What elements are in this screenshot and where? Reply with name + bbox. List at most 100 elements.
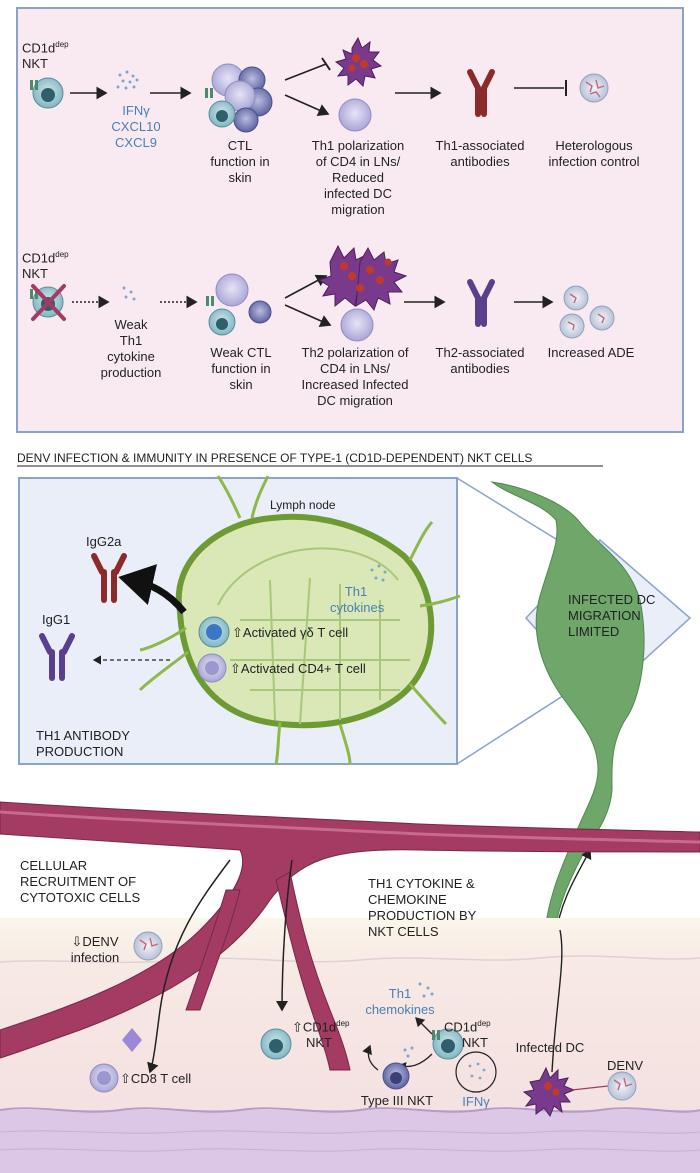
nkt-sup-text: dep — [55, 40, 69, 49]
dc-mig-line-1: INFECTED DC — [568, 592, 656, 607]
infected-dc-row1 — [334, 36, 383, 88]
nkt-cell-row2-blocked — [30, 284, 66, 321]
denv-label: DENV — [606, 1058, 644, 1073]
th1-pol-line-5: migration — [331, 202, 385, 217]
igg1-label: IgG1 — [42, 612, 71, 627]
ctl-label: CTL function in skin — [200, 138, 280, 186]
cd1d-sup: dep — [477, 1019, 491, 1028]
th1-ab-line-2: antibodies — [450, 154, 510, 169]
th1-polarization-label: Th1 polarization of CD4 in LNs/ Reduced … — [298, 138, 418, 218]
cd8-extravasation — [122, 1028, 142, 1052]
weak-ctl-line-3: skin — [229, 377, 253, 392]
prod-line-1: TH1 ANTIBODY — [36, 728, 130, 743]
lymph-node-title: Lymph node — [270, 498, 336, 512]
th1-antibody-row1 — [467, 69, 495, 117]
th2-pol-line-3: Increased Infected — [301, 377, 409, 392]
cd1d-text: CD1d — [444, 1019, 478, 1035]
recruit-line-2: RECRUITMENT OF — [20, 874, 137, 889]
cd1d-up-text: ⇧CD1d — [292, 1019, 337, 1035]
weak-cyt-line-3: cytokine — [107, 349, 155, 364]
chemo-line-1: Th1 — [388, 986, 412, 1001]
migrating-dendritic-cell — [490, 481, 645, 931]
weak-ctl-cells — [206, 273, 272, 336]
ctl-line-3: skin — [228, 170, 252, 185]
cd4-t-cell-label: ⇧Activated CD4+ T cell — [230, 661, 366, 676]
weak-ctl-label: Weak CTL function in skin — [196, 345, 286, 393]
ifng-label: IFNγ — [462, 1094, 490, 1109]
prod-line-2: PRODUCTION — [36, 744, 124, 759]
igg1-antibody — [39, 633, 75, 681]
ctl-cell-cluster — [205, 63, 273, 133]
th1prod-line-1: TH1 CYTOKINE & — [368, 876, 475, 891]
nkt-label-row2: CD1ddep NKT — [22, 247, 69, 282]
chemo-line-2: chemokines — [365, 1002, 435, 1017]
th1-pol-line-3: Reduced — [331, 170, 385, 185]
gd-t-cell-label: ⇧Activated γδ T cell — [232, 625, 349, 640]
th2-pol-line-4: DC migration — [317, 393, 393, 408]
blood-vessel — [0, 801, 700, 1071]
cd4-cell-row1 — [338, 98, 372, 132]
cd1d-nkt-text: NKT — [462, 1035, 488, 1051]
increased-ade-label: Increased ADE — [547, 345, 635, 360]
dc-mig-line-3: LIMITED — [568, 624, 620, 639]
virus-row1 — [579, 73, 609, 103]
nkt2-sup-text: dep — [55, 250, 69, 259]
th2-pol-line-2: CD4 in LNs/ — [319, 361, 391, 376]
section-title: DENV INFECTION & IMMUNITY IN PRESENCE OF… — [17, 451, 533, 465]
igg2a-antibody — [91, 553, 127, 603]
th1-cyt-line-1: Th1 — [344, 584, 368, 599]
virus-skin-top — [133, 931, 163, 961]
virus-cluster-row2 — [559, 285, 615, 339]
nkt-cd1d-text: CD1d — [22, 40, 56, 56]
cellular-recruitment-label: CELLULAR RECRUITMENT OF CYTOTOXIC CELLS — [20, 858, 140, 906]
th1-cytokine-dots — [370, 564, 387, 582]
ctl-line-2: function in — [210, 154, 270, 169]
cytokine-cxcl10: CXCL10 — [111, 119, 161, 134]
type3-nkt-label: Type III NKT — [360, 1093, 434, 1108]
th1-pol-line-2: of CD4 in LNs/ — [315, 154, 401, 169]
cd1d-nkt-skin — [432, 1028, 464, 1060]
th1-ab-line-1: Th1-associated — [435, 138, 525, 153]
weak-cyt-line-2: Th1 — [119, 333, 143, 348]
virus-skin-right — [607, 1071, 637, 1101]
th2-antibody-row2 — [467, 279, 495, 327]
cytokine-dots-row1 — [116, 70, 139, 90]
weak-cyt-line-1: Weak — [114, 317, 148, 332]
th2-antibodies-label: Th2-associated antibodies — [430, 345, 530, 377]
th1-antibody-arrow — [118, 564, 187, 615]
cd8-recruitment-arrow — [147, 859, 231, 1074]
denv-inf-line-1: ⇩DENV — [71, 934, 119, 949]
cd1d-up-sup: dep — [336, 1019, 350, 1028]
cytokine-dots-row2 — [122, 286, 136, 301]
th1-antibodies-label: Th1-associated antibodies — [430, 138, 530, 170]
cd8-label: ⇧CD8 T cell — [120, 1071, 192, 1086]
denv-infection-label: ⇩DENV infection — [60, 934, 130, 966]
th2-ab-line-1: Th2-associated — [435, 345, 525, 360]
cd4-cell-row2 — [340, 308, 374, 342]
weak-cyt-line-4: production — [100, 365, 162, 380]
recruit-line-3: CYTOTOXIC CELLS — [20, 890, 141, 905]
heterologous-label: Heterologous infection control — [534, 138, 654, 170]
cd1d-nkt-recruited — [260, 1028, 292, 1060]
th2-ab-line-2: antibodies — [450, 361, 510, 376]
recruit-line-1: CELLULAR — [20, 858, 88, 873]
outcome-line-2: infection control — [548, 154, 640, 169]
th1prod-line-3: PRODUCTION BY — [368, 908, 477, 923]
infected-dc-label: Infected DC — [515, 1040, 585, 1055]
denv-inf-line-2: infection — [70, 950, 120, 965]
lymph-node — [138, 475, 461, 765]
th1prod-line-4: NKT CELLS — [368, 924, 439, 939]
th1-production-label: TH1 CYTOKINE & CHEMOKINE PRODUCTION BY N… — [368, 876, 476, 940]
nkt-recruitment-arrow — [276, 859, 293, 1012]
cd1d-up-nkt: NKT — [306, 1035, 332, 1051]
th2-polarization-label: Th2 polarization of CD4 in LNs/ Increase… — [290, 345, 420, 409]
basement-layer — [0, 1110, 700, 1173]
dc-mig-line-2: MIGRATION — [568, 608, 641, 623]
nkt2-text: NKT — [22, 266, 48, 282]
chemokine-dots — [403, 982, 434, 1058]
nkt-text: NKT — [22, 56, 48, 72]
outcome-line-1: Heterologous — [555, 138, 633, 153]
th1-cytokines-label: Th1 cytokines — [330, 584, 384, 616]
ifng-circle — [455, 1051, 497, 1093]
